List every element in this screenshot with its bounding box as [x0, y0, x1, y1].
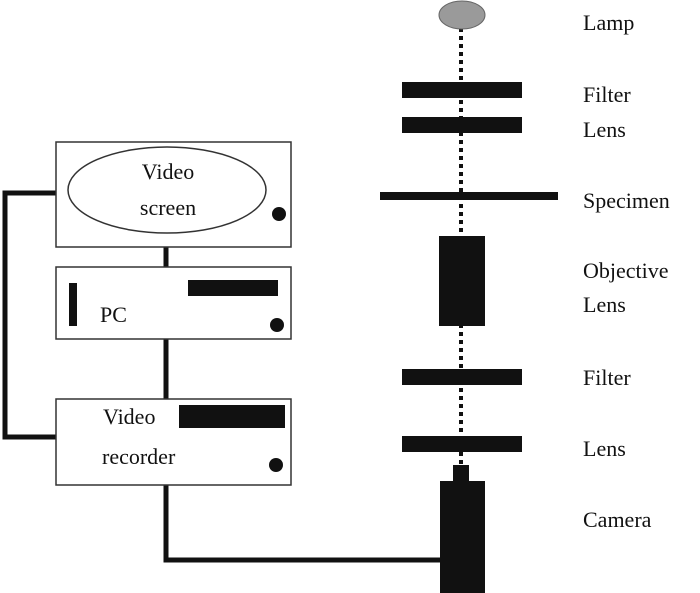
video-recorder-label-line2: recorder [102, 444, 176, 469]
objective-label-line2: Lens [583, 292, 626, 317]
lamp-icon [438, 0, 486, 30]
lens-1-label: Lens [583, 117, 626, 142]
lamp-label: Lamp [583, 10, 634, 35]
recorder-to-camera-cable [163, 485, 441, 563]
pc-label: PC [100, 302, 127, 327]
lens-2-label: Lens [583, 436, 626, 461]
screen-ellipse [67, 146, 267, 234]
specimen-label: Specimen [583, 188, 670, 213]
pc-vertical-slot [69, 283, 77, 326]
pc-box [55, 266, 292, 340]
objective-lens-element [439, 236, 485, 326]
camera-nozzle [453, 465, 469, 483]
filter-2-element [402, 369, 522, 385]
camera-label: Camera [583, 507, 652, 532]
filter-1-label: Filter [583, 82, 631, 107]
filter-1-element [402, 82, 522, 98]
lens-1-element [402, 117, 522, 133]
video-recorder-power-knob [269, 458, 283, 472]
pc-drive-slot [188, 280, 278, 296]
lens-2-element [402, 436, 522, 452]
pc-unit: PC [55, 266, 292, 340]
recorder-tape-slot [179, 405, 285, 428]
camera-body [440, 481, 485, 593]
specimen-slide [380, 192, 558, 200]
video-recorder-unit: Video recorder [55, 398, 292, 486]
video-screen-label-line1: Video [142, 159, 194, 184]
objective-label-line1: Objective [583, 258, 669, 283]
video-screen-unit: Video screen [55, 141, 292, 248]
pc-power-knob [270, 318, 284, 332]
video-screen-power-knob [272, 207, 286, 221]
filter-2-label: Filter [583, 365, 631, 390]
video-screen-label-line2: screen [140, 195, 196, 220]
video-recorder-label-line1: Video [103, 404, 155, 429]
screen-to-recorder-cable [2, 190, 56, 440]
